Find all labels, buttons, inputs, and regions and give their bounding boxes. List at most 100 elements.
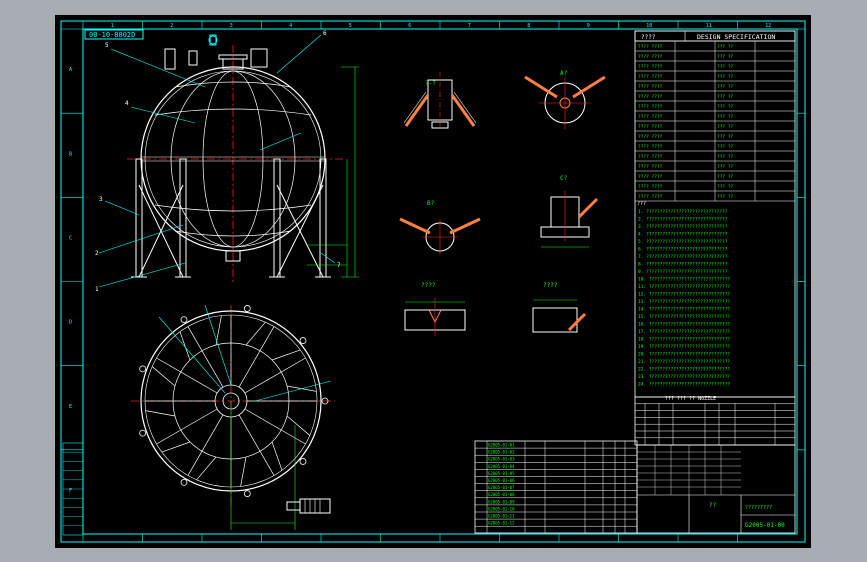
svg-text:5. ???????????????????????????: 5. ?????????????????????????????? — [638, 239, 728, 245]
svg-text:???? ????: ???? ???? — [638, 134, 663, 140]
svg-text:2. ???????????????????????????: 2. ?????????????????????????????? — [638, 217, 728, 223]
border-number-top: 2 — [170, 23, 173, 29]
svg-text:9. ???????????????????????????: 9. ?????????????????????????????? — [638, 269, 728, 275]
border-letter: E — [69, 404, 72, 410]
border-number-top: 4 — [289, 23, 292, 29]
parts-row-code: G2005-01-01 — [488, 443, 515, 448]
svg-text:???? ????: ???? ???? — [638, 54, 663, 60]
svg-text:16. ??????????????????????????: 16. ?????????????????????????????? — [638, 322, 730, 328]
parts-row-code: G2005-01-07 — [488, 485, 515, 490]
border-number-top: 10 — [646, 23, 652, 29]
title-block — [636, 444, 796, 534]
svg-text:8. ???????????????????????????: 8. ?????????????????????????????? — [638, 262, 728, 268]
parts-row-code: G2005-01-03 — [488, 457, 515, 462]
svg-text:???? ????: ???? ???? — [638, 64, 663, 70]
svg-text:15. ??????????????????????????: 15. ?????????????????????????????? — [638, 314, 730, 320]
parts-row-code: G2005-01-05 — [488, 471, 515, 476]
svg-text:??? ??: ??? ?? — [717, 54, 734, 60]
balloon-3: 3 — [99, 196, 103, 203]
parts-row-code: G2005-01-12 — [488, 521, 515, 526]
parts-row-code: G2005-01-06 — [488, 478, 515, 483]
code-box — [84, 29, 144, 40]
svg-text:??? ??: ??? ?? — [717, 194, 734, 200]
border-number-top: 6 — [408, 23, 411, 29]
border-number-top: 3 — [230, 23, 233, 29]
balloon-7: 7 — [337, 262, 341, 269]
svg-text:??? ??: ??? ?? — [717, 164, 734, 170]
balloon-4: 4 — [125, 100, 129, 107]
svg-text:???? ????: ???? ???? — [638, 164, 663, 170]
svg-text:??? ??: ??? ?? — [717, 144, 734, 150]
svg-text:18. ??????????????????????????: 18. ?????????????????????????????? — [638, 337, 730, 343]
parts-list: G2005-01-01G2005-01-02G2005-01-03G2005-0… — [474, 440, 638, 534]
svg-text:???? ????: ???? ???? — [638, 174, 663, 180]
svg-text:??? ??: ??? ?? — [717, 174, 734, 180]
svg-text:21. ??????????????????????????: 21. ?????????????????????????????? — [638, 359, 730, 365]
svg-text:???? ????: ???? ???? — [638, 94, 663, 100]
svg-text:??? ??: ??? ?? — [717, 64, 734, 70]
border-letter: B — [69, 151, 72, 157]
svg-text:??? ??: ??? ?? — [717, 134, 734, 140]
svg-text:???? ????: ???? ???? — [638, 194, 663, 200]
svg-text:???? ????: ???? ???? — [638, 104, 663, 110]
parts-row-code: G2005-01-08 — [488, 492, 515, 497]
balloon-1: 1 — [95, 286, 99, 293]
svg-text:24. ??????????????????????????: 24. ?????????????????????????????? — [638, 382, 730, 388]
svg-text:11. ??????????????????????????: 11. ?????????????????????????????? — [638, 284, 730, 290]
border-letter: C — [69, 235, 72, 241]
svg-text:1. ???????????????????????????: 1. ?????????????????????????????? — [638, 209, 728, 215]
border-letter: D — [69, 320, 72, 326]
detail-label-2: A? — [560, 70, 568, 77]
border-letter: A — [69, 67, 72, 73]
svg-text:???? ????: ???? ???? — [638, 144, 663, 150]
front-elevation-view — [98, 34, 359, 288]
border-letter: F — [69, 488, 72, 494]
border-number-top: 1 — [111, 23, 114, 29]
svg-text:??? ??: ??? ?? — [717, 184, 734, 190]
parts-row-code: G2005-01-10 — [488, 506, 515, 511]
svg-text:???? ????: ???? ???? — [638, 44, 663, 50]
svg-text:3. ???????????????????????????: 3. ?????????????????????????????? — [638, 224, 728, 230]
notes-header: ??? — [637, 201, 646, 207]
balloon-2: 2 — [95, 250, 99, 257]
detail-label-3: B? — [427, 200, 435, 207]
svg-text:???? ????: ???? ???? — [638, 184, 663, 190]
svg-text:??? ??: ??? ?? — [717, 74, 734, 80]
border-number-top: 5 — [349, 23, 352, 29]
nozzle-header: ??? ??? ?? NOZZLE — [665, 396, 716, 402]
svg-text:22. ??????????????????????????: 22. ?????????????????????????????? — [638, 367, 730, 373]
svg-text:14. ??????????????????????????: 14. ?????????????????????????????? — [638, 307, 730, 313]
svg-text:20. ??????????????????????????: 20. ?????????????????????????????? — [638, 352, 730, 358]
svg-text:??? ??: ??? ?? — [717, 124, 734, 130]
border-number-top: 11 — [706, 23, 712, 29]
svg-text:???? ????: ???? ???? — [638, 114, 663, 120]
svg-text:6. ???????????????????????????: 6. ?????????????????????????????? — [638, 247, 728, 253]
svg-text:23. ??????????????????????????: 23. ?????????????????????????????? — [638, 374, 730, 380]
svg-text:??? ??: ??? ?? — [717, 114, 734, 120]
spec-panel: ???? ???? ??? ?? ???? ???? ??? ?? ???? ?????… — [634, 30, 796, 398]
svg-text:12. ??????????????????????????: 12. ?????????????????????????????? — [638, 292, 730, 298]
svg-text:??? ??: ??? ?? — [717, 84, 734, 90]
parts-row-code: G2005-01-09 — [488, 499, 515, 504]
svg-text:???? ????: ???? ???? — [638, 74, 663, 80]
svg-text:4. ???????????????????????????: 4. ?????????????????????????????? — [638, 232, 728, 238]
border-number-top: 12 — [765, 23, 771, 29]
drawing-number: G2005-01-00 — [745, 522, 785, 529]
svg-text:??? ??: ??? ?? — [717, 104, 734, 110]
svg-text:19. ??????????????????????????: 19. ?????????????????????????????? — [638, 344, 730, 350]
nozzle-table — [634, 396, 796, 446]
balloon-5: 5 — [105, 42, 109, 49]
svg-text:17. ??????????????????????????: 17. ?????????????????????????????? — [638, 329, 730, 335]
svg-text:??? ??: ??? ?? — [717, 94, 734, 100]
border-number-top: 7 — [468, 23, 471, 29]
parts-row-code: G2005-01-11 — [488, 514, 515, 519]
svg-text:13. ??????????????????????????: 13. ?????????????????????????????? — [638, 299, 730, 305]
detail-label-6: ???? — [543, 282, 558, 289]
svg-text:??? ??: ??? ?? — [717, 44, 734, 50]
balloon-6: 6 — [323, 30, 327, 37]
svg-text:???? ????: ???? ???? — [638, 124, 663, 130]
title-block-name: ????????? — [745, 505, 772, 511]
